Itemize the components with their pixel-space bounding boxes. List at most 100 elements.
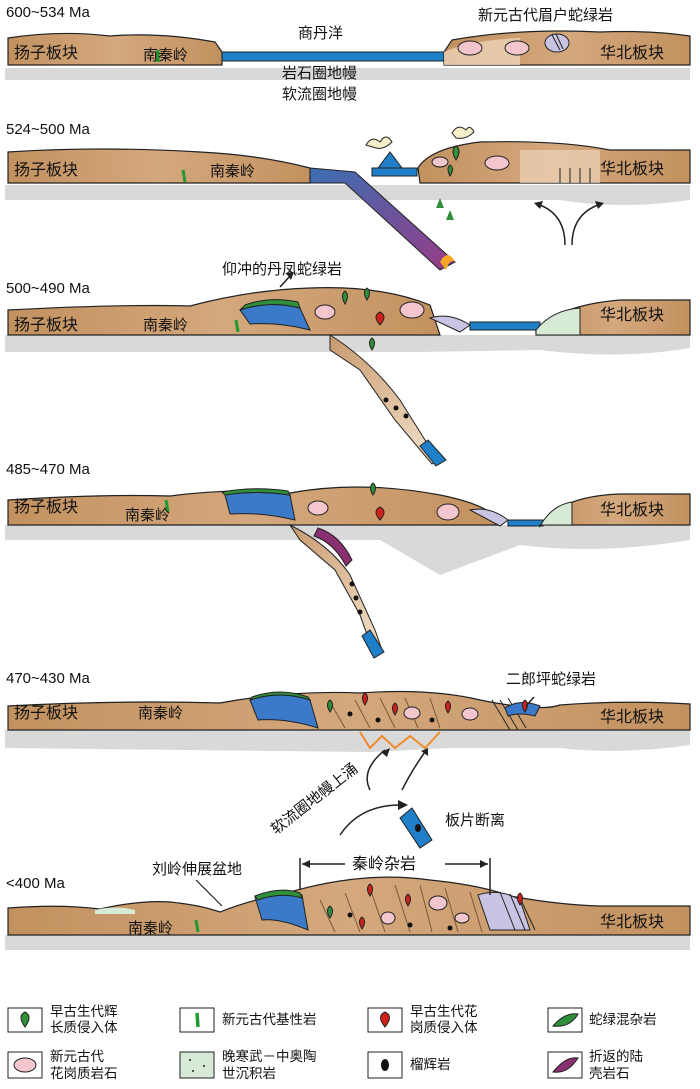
legend-item-granitic: 早古生代花 岗质侵入体 [367, 1004, 478, 1036]
stage-2-eruption-2 [451, 126, 475, 139]
stage-5-eclogite-2 [375, 717, 381, 723]
stage-5-eclogite-1 [347, 711, 353, 717]
stage-2-mafic-1 [452, 145, 460, 161]
ophiolitic-melange-icon [552, 1013, 579, 1027]
stage-6-mantle [5, 935, 690, 950]
stage-1-yangtze-label: 扬子板块 [14, 43, 78, 62]
legend-swatch-basic [179, 1007, 215, 1033]
stage-6-granitic-1 [367, 883, 373, 897]
legend-item-mafic: 早古生代辉 长质侵入体 [7, 1004, 118, 1036]
neoproterozoic-granite-icon [13, 1057, 37, 1073]
stage-5-breakoff-arrow [339, 804, 401, 836]
stage-1-time: 600~534 Ma [6, 4, 90, 21]
stage-2-flow-left [539, 204, 566, 246]
stage-6-time: <400 Ma [6, 875, 65, 892]
stage-2-nanqinling-label: 南秦岭 [210, 162, 255, 180]
stage-3-eclogite-3 [403, 413, 409, 419]
stage-3-slab-tip [419, 439, 447, 467]
stage-3-north-china-label: 华北板块 [600, 305, 664, 324]
exhumed-crust-icon [552, 1057, 579, 1073]
stage-3-granite-2 [399, 301, 425, 319]
stage-2: 524~500 Ma 扬子板块 南秦岭 华北板块 [5, 121, 691, 271]
stage-1-lithosphere-label: 岩石圈地幔 [282, 64, 357, 82]
stage-3: 500~490 Ma 扬子板块 南秦岭 华北板块 仰冲的丹凤蛇绿岩 [5, 260, 691, 467]
stage-2-mafic-2 [447, 164, 453, 178]
stage-5-north-china-label: 华北板块 [600, 707, 664, 726]
stage-1-granite-2 [504, 40, 530, 56]
stage-4-mantle [5, 525, 690, 575]
stage-5-nanqinling-label: 南秦岭 [138, 704, 183, 722]
stage-2-granite-2 [484, 155, 510, 171]
stage-2-rising-magma [436, 198, 454, 220]
stage-2-slab [309, 167, 456, 271]
legend-eclogite-line1: 榴辉岩 [410, 1057, 451, 1073]
legend: 早古生代辉 长质侵入体 新元古代基性岩 早古生代花 岗质侵入体 蛇绿混杂岩 新元… [7, 1004, 657, 1082]
granitic-intrusion-icon [380, 1011, 390, 1028]
stage-6-north-china-label: 华北板块 [600, 912, 664, 931]
mafic-intrusion-icon [20, 1011, 30, 1028]
stage-3-ophiolite-green [239, 299, 301, 311]
legend-item-melange: 蛇绿混杂岩 [547, 1007, 657, 1033]
stage-5-mantle [5, 730, 690, 752]
stage-2-north-china-label: 华北板块 [600, 159, 664, 178]
stage-2-flow-heads [534, 201, 604, 209]
sediment-icon [179, 1051, 215, 1079]
stage-3-eclogite-2 [393, 405, 399, 411]
stage-4-sediment [539, 501, 573, 528]
stage-5-granite-1 [403, 706, 421, 720]
stage-3-ocean [469, 321, 541, 331]
stage-6-crust [7, 876, 691, 936]
legend-item-granite: 新元古代 花岗质岩石 [7, 1049, 118, 1082]
basic-rock-icon [195, 1012, 200, 1028]
stage-6-basic-rock [194, 919, 200, 933]
stage-5-granitic-1 [362, 692, 368, 706]
stage-1-meihu-ophiolite [544, 33, 570, 53]
stage-2-granite-1 [431, 156, 449, 168]
stage-3-mafic-3 [369, 337, 375, 351]
stage-6-granite-3 [454, 912, 470, 924]
sediment-dot-1 [189, 1059, 191, 1061]
stage-4-mafic-1 [370, 482, 376, 496]
legend-granite-line2: 花岗质岩石 [50, 1066, 118, 1082]
legend-sediment-line1: 晚寒武－中奥陶 [222, 1048, 317, 1065]
stage-5-breakoff-label: 板片断离 [445, 811, 505, 829]
stage-2-eruption-1 [365, 136, 393, 149]
stage-1-ocean-label: 商丹洋 [298, 24, 343, 42]
stage-3-obduction-arrowhead [286, 272, 294, 280]
stage-5-ophiolite-green [248, 691, 312, 701]
stage-4-time: 485~470 Ma [6, 461, 90, 478]
stage-3-mafic-1 [342, 290, 348, 306]
stage-3-yangtze-crust [7, 287, 441, 336]
stage-5-erlangping-label: 二郎坪蛇绿岩 [506, 670, 596, 688]
stage-3-yangtze-label: 扬子板块 [14, 315, 78, 334]
stage-4: 485~470 Ma 扬子板块 南秦岭 华北板块 [5, 461, 691, 659]
stage-6-eclogite-2 [407, 922, 413, 928]
stage-3-mafic-2 [364, 287, 370, 301]
stage-3-granite-1 [314, 304, 336, 320]
stage-1-ocean [221, 51, 445, 62]
stage-5-erlangping-ophiolite [504, 702, 541, 717]
stage-2-volcano [377, 151, 403, 169]
stage-4-granitic-intrusion [375, 506, 385, 521]
stage-5-breakoff-arrowhead [398, 800, 408, 810]
stage-5-yangtze-label: 扬子板块 [14, 703, 78, 722]
legend-basic-line1: 新元古代基性岩 [222, 1011, 317, 1028]
eclogite-icon [381, 1059, 389, 1071]
stage-4-granite-1 [307, 500, 329, 516]
stage-5-granitic-2 [392, 702, 398, 716]
stage-5-mafic-1 [327, 699, 333, 713]
stage-1: 600~534 Ma 扬子板块 南秦岭 华北板块 商丹洋 岩石圈地幔 软流圈地幔… [5, 4, 691, 103]
stage-6-basin-pointer [195, 879, 223, 907]
stage-4-yangtze-label: 扬子板块 [14, 497, 78, 516]
stage-2-mantle [5, 185, 690, 205]
stage-6-ophiolite-green [254, 889, 303, 901]
stage-5-granitic-3 [445, 700, 451, 714]
stage-6-faults [319, 884, 483, 933]
stage-5-detached-eclogite [415, 824, 421, 832]
stage-5-erlangping-pointer [525, 696, 535, 707]
stage-2-yangtze-label: 扬子板块 [14, 160, 78, 179]
stage-3-eclogite-1 [383, 397, 389, 403]
stage-4-basic-rock [164, 499, 170, 513]
stage-6-granite-1 [380, 911, 396, 925]
stage-3-obduction-arrow [279, 275, 291, 288]
